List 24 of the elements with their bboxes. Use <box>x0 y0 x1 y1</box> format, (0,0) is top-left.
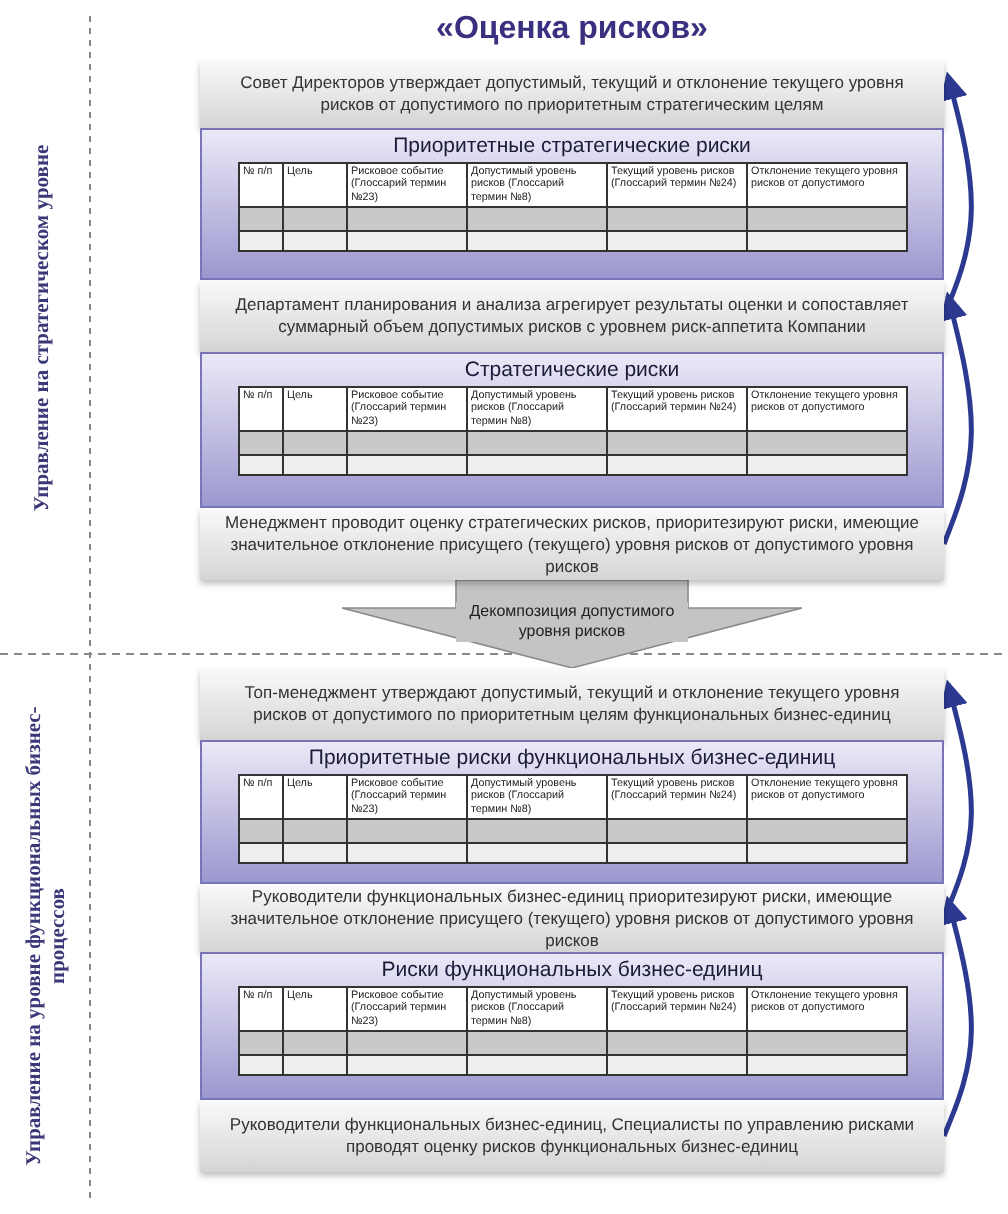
process-box <box>200 280 944 352</box>
risk-panel <box>200 128 944 280</box>
process-box <box>200 1100 944 1172</box>
step-text: Руководители функциональных бизнес-единиц приоритезируют риски, имеющие значительное отклонение присущего (текущего) уровня рисков от допустимого уровня рисков <box>228 885 916 951</box>
panel-title: Стратегические риски <box>464 358 680 382</box>
process-box <box>200 60 944 128</box>
step-text: Департамент планирования и анализа агрегирует результаты оценки и сопоставляет суммарный объем допустимых рисков с уровнем риск-аппетита Компании <box>233 294 911 338</box>
panel-title: Приоритетные риски функциональных бизнес-единиц <box>308 746 836 770</box>
diagram-title: «Оценка рисков» <box>436 12 708 48</box>
panel-title: Риски функциональных бизнес-единиц <box>381 958 763 982</box>
step-text: Руководители функциональных бизнес-единиц, Специалисты по управлению рисками проводят оценку рисков функциональных бизнес-единиц <box>227 1114 917 1158</box>
section-label: Управление на уровне функциональных бизнес-процессов <box>24 704 72 1170</box>
step-text: Топ-менеджмент утверждают допустимый, текущий и отклонение текущего уровня рисков от допустимого по приоритетным целям функциональных бизнес-единиц <box>242 682 902 726</box>
risk-panel <box>200 352 944 508</box>
curved-arrow <box>940 291 974 545</box>
step-text: Менеджмент проводит оценку стратегических рисков, приоритезируют риски, имеющие значительное отклонение присущего (текущего) уровня рисков от допустимого уровня рисков <box>222 511 922 577</box>
edge-label: Декомпозиция допустимого уровня рисков <box>456 602 688 642</box>
step-text: Совет Директоров утверждает допустимый, текущий и отклонение текущего уровня рисков от допустимого по приоритетным стратегическим целям <box>238 72 906 116</box>
section-label: Управление на стратегическом уровне <box>32 142 56 516</box>
risk-panel <box>200 740 944 884</box>
risk-panel <box>200 952 944 1100</box>
panel-title: Приоритетные стратегические риски <box>393 134 751 158</box>
process-box <box>200 668 944 740</box>
curved-arrow <box>940 895 974 1137</box>
